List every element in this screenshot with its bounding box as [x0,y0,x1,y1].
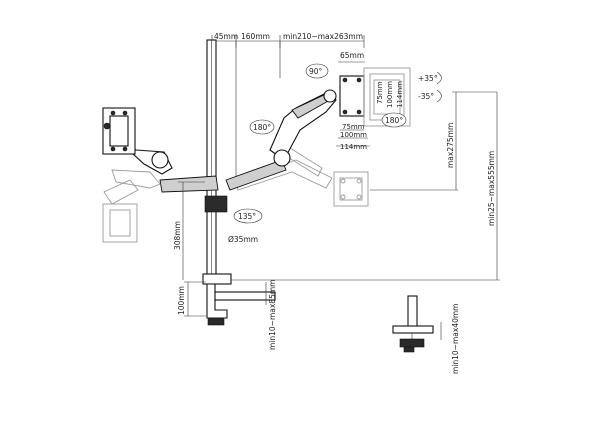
label-180deg-arm: 180° [253,123,271,132]
label-75mm-h: 75mm [342,123,365,131]
grommet-mount: min10~max40mm [392,295,460,374]
label-160mm: 160mm [241,32,270,41]
label-100mm-h: 100mm [340,131,367,139]
label-max275mm: max275mm [446,123,455,168]
label-114mm-h: 114mm [340,143,367,151]
label-180deg-panel: 180° [385,116,403,125]
label-100mm: 100mm [177,286,186,315]
lower-callouts: 135° Ø35mm [228,208,263,244]
label-65mm: 65mm [340,51,364,60]
label-114mm-v: 114mm [396,81,404,108]
label-100mm-v: 100mm [386,81,394,108]
label-75mm-v: 75mm [376,81,384,104]
label-135deg: 135° [238,212,256,221]
label-clamp-range: min10~max85mm [268,280,277,350]
label-308mm: 308mm [173,221,182,250]
height-dimensions: 308mm max275mm min25~max555mm [173,91,500,281]
label-45mm: 45mm [214,32,238,41]
right-ghost-plate [333,171,369,207]
pole [206,39,217,276]
top-dimensions: 45mm 160mm min210~max263mm 65mm [211,32,365,180]
label-tilt-minus35: -35° [418,92,434,101]
label-90deg: 90° [309,67,323,76]
desk-clamp: 100mm min10~max85mm [177,273,277,350]
label-tilt-plus35: +35° [418,74,438,83]
label-min25-max555mm: min25~max555mm [487,151,496,226]
label-pole-diameter: Ø35mm [228,235,258,244]
label-arm-reach: min210~max263mm [283,32,363,41]
right-vesa-plate: 75mm 100mm 114mm 75mm 100mm 114mm [336,67,411,151]
right-arm [225,89,337,191]
left-vesa-plate [102,107,138,243]
right-rotation-callouts: 90° 180° 180° +35° -35° [249,63,442,135]
label-grommet-range: min10~max40mm [451,304,460,374]
